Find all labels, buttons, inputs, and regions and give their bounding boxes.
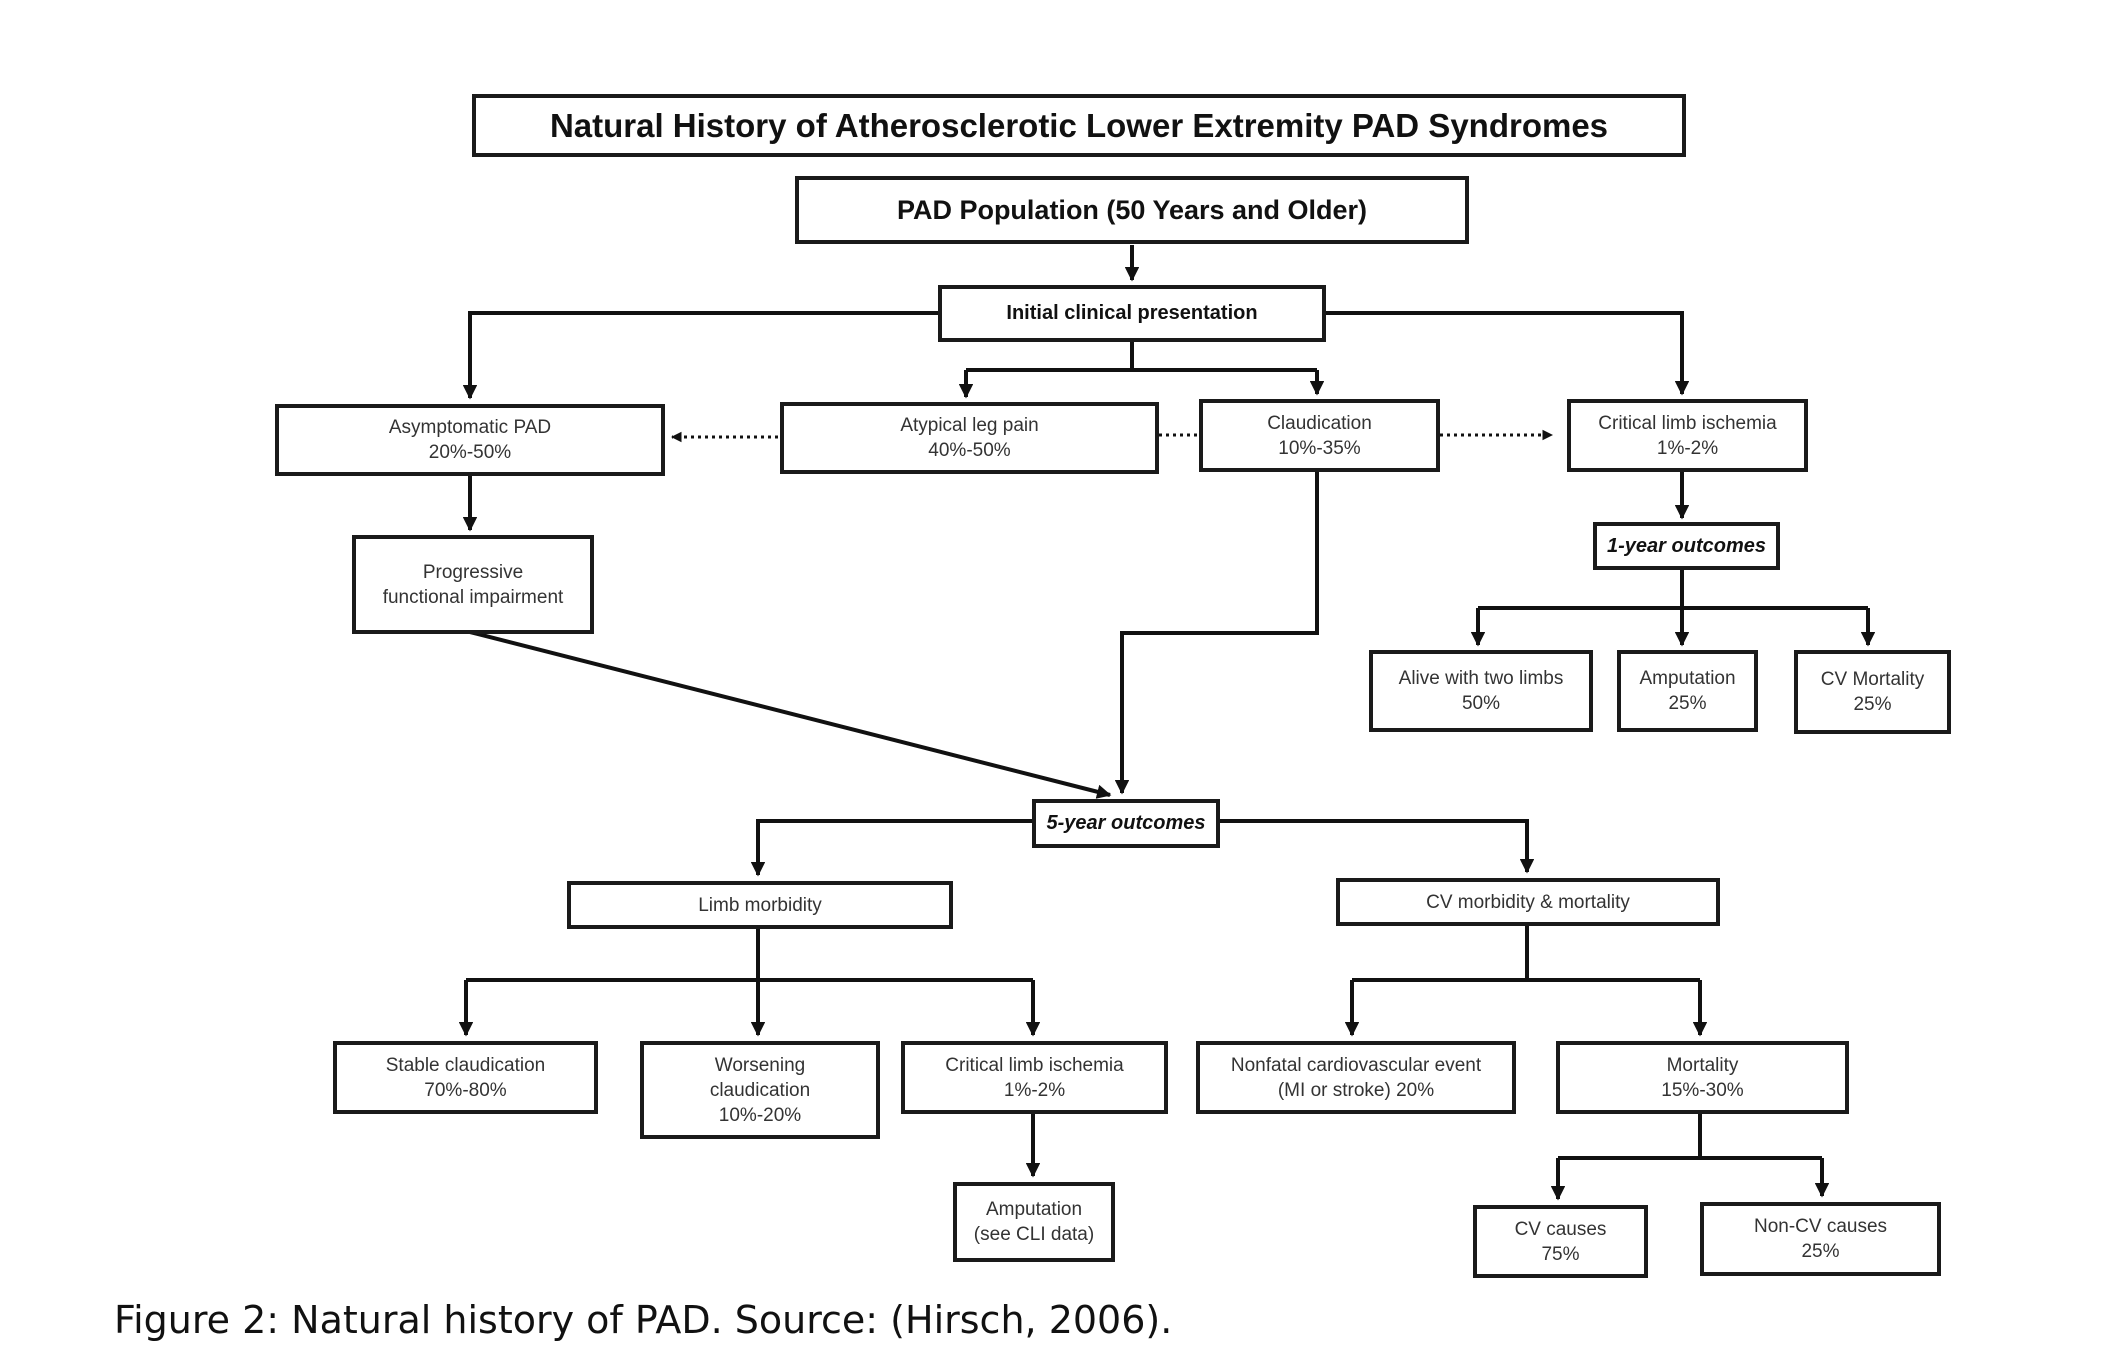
amputation-cli-box: Amputation (see CLI data) [953,1182,1115,1262]
cv-mortality-label: CV Mortality [1820,669,1925,690]
cli-top-pct: 1%-2% [1656,437,1719,459]
pad-population-box: PAD Population (50 Years and Older) [795,176,1469,244]
mortality-label: Mortality [1666,1054,1739,1076]
atypical-leg-pain-label: Atypical leg pain [900,415,1039,436]
progressive-line2: functional impairment [382,586,564,608]
non-cv-causes-label: Non-CV causes [1753,1216,1888,1237]
amputation-1year-label: Amputation [1639,668,1736,689]
stable-pct: 70%-80% [424,1079,507,1101]
worsening-line1: Worsening [714,1054,806,1076]
cv-mortality-pct: 25% [1853,694,1892,715]
arrow-initial-to-cli [1325,311,1690,396]
one-year-outcomes-box: 1-year outcomes [1593,522,1780,570]
nonfatal-line1: Nonfatal cardiovascular event [1230,1054,1482,1076]
mortality-box: Mortality 15%-30% [1556,1041,1849,1114]
stable-claudication-box: Stable claudication 70%-80% [333,1041,598,1114]
critical-limb-ischemia-top-box: Critical limb ischemia 1%-2% [1567,399,1808,472]
non-cv-causes-box: Non-CV causes 25% [1700,1202,1941,1276]
progressive-impairment-box: Progressive functional impairment [352,535,594,634]
initial-presentation-text: Initial clinical presentation [1006,302,1258,324]
cv-morbidity-text: CV morbidity & mortality [1426,891,1630,913]
claudication-pct: 10%-35% [1278,437,1361,459]
nonfatal-line2: (MI or stroke) 20% [1277,1079,1435,1101]
nonfatal-cv-event-box: Nonfatal cardiovascular event (MI or str… [1196,1041,1516,1114]
stable-label: Stable claudication [385,1054,546,1076]
diagram-title-text: Natural History of Atherosclerotic Lower… [549,107,1609,144]
claudication-label: Claudication [1267,412,1372,434]
progressive-line1: Progressive [422,561,524,583]
arrow-5year-to-limb [750,819,1032,877]
amputation-1year-pct: 25% [1668,693,1707,714]
pad-population-text: PAD Population (50 Years and Older) [896,194,1368,225]
limb-morbidity-text: Limb morbidity [698,894,822,916]
five-year-outcomes-box: 5-year outcomes [1032,799,1220,848]
cv-causes-pct: 75% [1541,1243,1580,1265]
cv-causes-label: CV causes [1514,1218,1607,1240]
alive-pct: 50% [1461,693,1501,714]
cv-morbidity-box: CV morbidity & mortality [1336,878,1720,926]
cli-bottom-pct: 1%-2% [1003,1079,1066,1101]
cv-mortality-box: CV Mortality 25% [1794,650,1951,734]
limb-morbidity-box: Limb morbidity [567,881,953,929]
asymptomatic-pad-pct: 20%-50% [428,442,512,463]
cli-bottom-label: Critical limb ischemia [945,1054,1124,1076]
alive-label: Alive with two limbs [1398,668,1564,689]
atypical-leg-pain-box: Atypical leg pain 40%-50% [780,402,1159,474]
arrow-initial-to-asymptomatic [462,311,938,400]
asymptomatic-pad-label: Asymptomatic PAD [388,417,552,438]
worsening-claudication-box: Worsening claudication 10%-20% [640,1041,880,1139]
cv-causes-box: CV causes 75% [1473,1205,1648,1278]
arrow-progressive-to-5year [469,630,1112,799]
amputation-cli-line2: (see CLI data) [973,1224,1095,1245]
five-year-outcomes-text: 5-year outcomes [1046,812,1206,834]
claudication-box: Claudication 10%-35% [1199,399,1440,472]
non-cv-causes-pct: 25% [1801,1241,1840,1262]
amputation-cli-line1: Amputation [985,1199,1083,1220]
asymptomatic-pad-box: Asymptomatic PAD 20%-50% [275,404,665,476]
initial-presentation-box: Initial clinical presentation [938,285,1326,342]
cli-top-label: Critical limb ischemia [1598,412,1777,434]
one-year-outcomes-text: 1-year outcomes [1607,534,1766,557]
amputation-1year-box: Amputation 25% [1617,650,1758,732]
atypical-leg-pain-pct: 40%-50% [928,440,1011,461]
arrow-claudication-to-5year [1114,470,1319,795]
diagram-title: Natural History of Atherosclerotic Lower… [472,94,1686,157]
critical-limb-ischemia-bottom-box: Critical limb ischemia 1%-2% [901,1041,1168,1114]
mortality-pct: 15%-30% [1661,1079,1744,1101]
arrow-5year-to-cv [1218,819,1535,874]
figure-caption: Figure 2: Natural history of PAD. Source… [114,1298,1173,1342]
worsening-pct: 10%-20% [718,1104,802,1126]
worsening-line2: claudication [709,1079,811,1101]
alive-two-limbs-box: Alive with two limbs 50% [1369,650,1593,732]
